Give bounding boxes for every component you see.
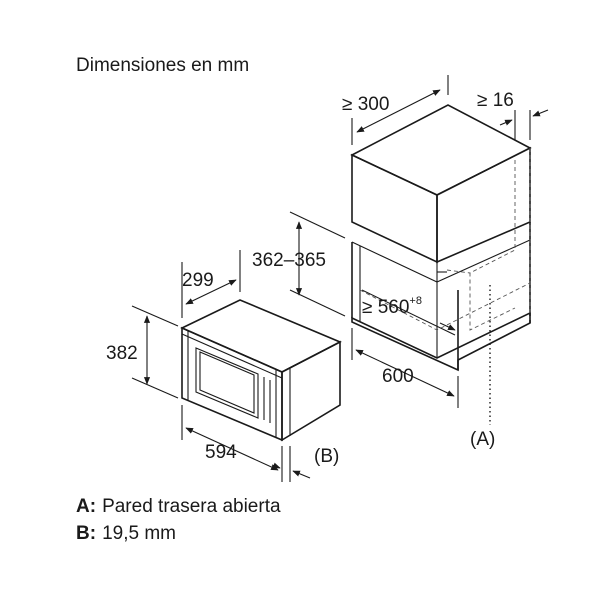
cabinet-top-face bbox=[350, 104, 532, 196]
label-device-height: 382 bbox=[106, 343, 138, 364]
label-device-depth: 299 bbox=[182, 270, 214, 291]
device-frame-top bbox=[181, 333, 283, 379]
dimension-lines bbox=[131, 75, 549, 482]
legend-key-a: A: bbox=[76, 496, 96, 517]
cabinet-upper-side bbox=[436, 146, 531, 264]
cabinet-hidden-floor bbox=[359, 282, 531, 331]
device-drawing bbox=[180, 299, 342, 442]
dim-b-right bbox=[292, 470, 311, 479]
label-opening-width-value: ≥ 560 bbox=[362, 297, 409, 318]
label-cabinet-depth: ≥ 300 bbox=[342, 94, 389, 115]
legend-item-b: B: 19,5 mm bbox=[76, 523, 176, 544]
dim-299-line bbox=[185, 279, 237, 305]
cabinet-hidden-shelf bbox=[446, 269, 471, 274]
label-cabinet-width: 600 bbox=[382, 366, 414, 387]
dim-b-left bbox=[271, 462, 281, 469]
label-cabinet-gap: ≥ 16 bbox=[477, 90, 514, 111]
ext-382-a bbox=[131, 305, 179, 327]
legend: A: Pared trasera abierta B: 19,5 mm bbox=[76, 496, 281, 544]
cabinet-bottom-board bbox=[351, 311, 531, 372]
dim-594-line bbox=[185, 427, 279, 471]
dim-300-line bbox=[356, 89, 441, 133]
label-opening-width: ≥ 560+8 bbox=[362, 295, 422, 318]
legend-text-b: 19,5 mm bbox=[102, 523, 176, 544]
cabinet-upper-front bbox=[351, 153, 438, 264]
legend-item-a: A: Pared trasera abierta bbox=[76, 496, 281, 517]
marker-b: (B) bbox=[314, 446, 339, 467]
dim-560-guide bbox=[361, 289, 456, 336]
cabinet-drawing bbox=[350, 104, 532, 425]
dim-600-line bbox=[355, 349, 455, 397]
dim-560-arrow bbox=[439, 322, 456, 331]
label-opening-height: 362–365 bbox=[252, 250, 326, 271]
ext-362-b bbox=[289, 289, 346, 317]
ext-362-a bbox=[289, 211, 346, 239]
label-opening-width-tolerance: +8 bbox=[409, 295, 422, 307]
dim-16-left bbox=[499, 119, 513, 126]
device-front-face bbox=[181, 326, 283, 442]
device-door-window bbox=[195, 347, 259, 419]
label-device-width: 594 bbox=[205, 442, 237, 463]
legend-text-a: Pared trasera abierta bbox=[102, 496, 281, 517]
legend-key-b: B: bbox=[76, 523, 96, 544]
device-door-window-inner bbox=[199, 351, 255, 414]
dim-16-right bbox=[532, 109, 549, 117]
diagram-title: Dimensiones en mm bbox=[76, 55, 249, 76]
marker-a: (A) bbox=[470, 429, 495, 450]
device-side-face bbox=[281, 340, 341, 442]
device-top-face bbox=[180, 299, 342, 373]
ext-382-b bbox=[131, 377, 179, 399]
